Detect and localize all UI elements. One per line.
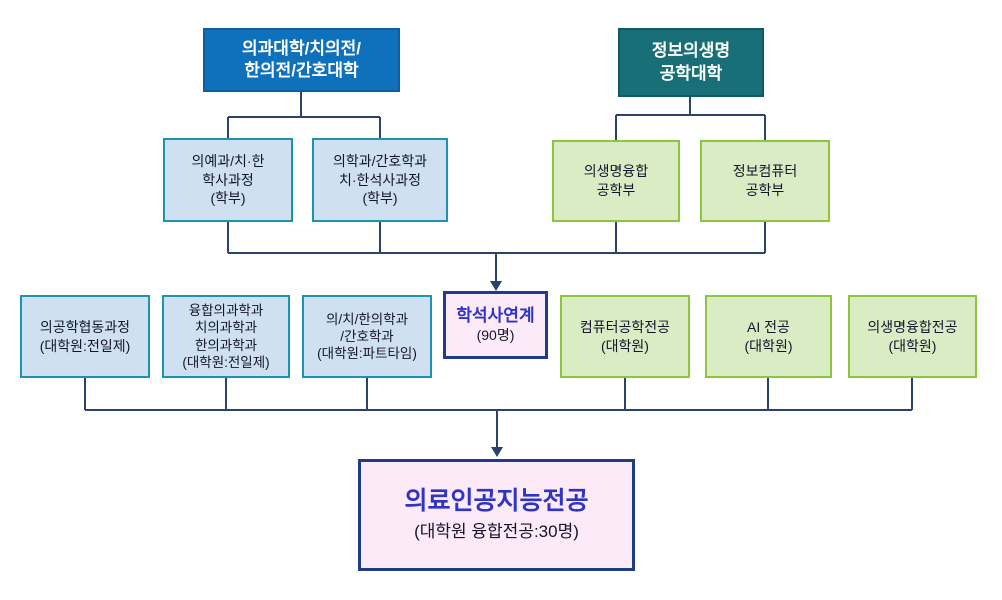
node-premed-undergrad-label: 의예과/치·한 학사과정 (학부) (191, 152, 265, 207)
node-premed-undergrad: 의예과/치·한 학사과정 (학부) (163, 138, 293, 222)
node-info-bio-college: 정보의생명 공학대학 (618, 28, 764, 97)
node-biomedeng-coop: 의공학협동과정 (대학원:전일제) (20, 295, 150, 378)
node-med-nursing-undergrad-label: 의학과/간호학과 치·한석사과정 (학부) (332, 152, 428, 207)
arrow-down-icon (491, 447, 503, 457)
node-ai-major: AI 전공 (대학원) (705, 295, 832, 378)
node-medical-ai-major-title: 의료인공지능전공 (404, 486, 589, 515)
node-info-computer-dept-label: 정보컴퓨터 공학부 (732, 163, 798, 198)
node-ai-major-label: AI 전공 (대학원) (744, 318, 793, 354)
node-bs-ms-linked-subtitle: (90명) (476, 327, 515, 344)
arrow-down-icon (490, 281, 502, 291)
node-info-bio-college-label: 정보의생명 공학대학 (651, 41, 731, 83)
node-info-computer-dept: 정보컴퓨터 공학부 (700, 140, 830, 222)
node-biomed-conv-major-label: 의생명융합전공 (대학원) (867, 318, 958, 354)
node-biomed-conv-dept-label: 의생명융합 공학부 (583, 163, 649, 198)
node-biomed-conv-major: 의생명융합전공 (대학원) (848, 295, 977, 378)
node-med-nursing-undergrad: 의학과/간호학과 치·한석사과정 (학부) (312, 138, 448, 222)
node-medical-college-label: 의과대학/치의전/ 한의전/간호대학 (242, 38, 361, 80)
node-bs-ms-linked: 학석사연계 (90명) (443, 291, 548, 359)
node-computer-eng-major-label: 컴퓨터공학전공 (대학원) (579, 318, 671, 354)
node-computer-eng-major: 컴퓨터공학전공 (대학원) (560, 295, 690, 378)
node-conv-med-science: 융합의과학과 치의과학과 한의과학과 (대학원:전일제) (162, 295, 290, 378)
node-medical-ai-major: 의료인공지능전공 (대학원 융합전공:30명) (358, 459, 635, 571)
node-med-dent-korean-nursing-label: 의/치/한의학과 /간호학과 (대학원:파트타임) (317, 311, 417, 362)
node-medical-college: 의과대학/치의전/ 한의전/간호대학 (203, 28, 400, 92)
node-bs-ms-linked-title: 학석사연계 (456, 305, 535, 325)
node-biomed-conv-dept: 의생명융합 공학부 (552, 140, 680, 222)
node-biomedeng-coop-label: 의공학협동과정 (대학원:전일제) (39, 318, 131, 354)
node-medical-ai-major-subtitle: (대학원 융합전공:30명) (414, 522, 579, 542)
node-med-dent-korean-nursing: 의/치/한의학과 /간호학과 (대학원:파트타임) (302, 295, 432, 378)
node-conv-med-science-label: 융합의과학과 치의과학과 한의과학과 (대학원:전일제) (182, 302, 270, 370)
